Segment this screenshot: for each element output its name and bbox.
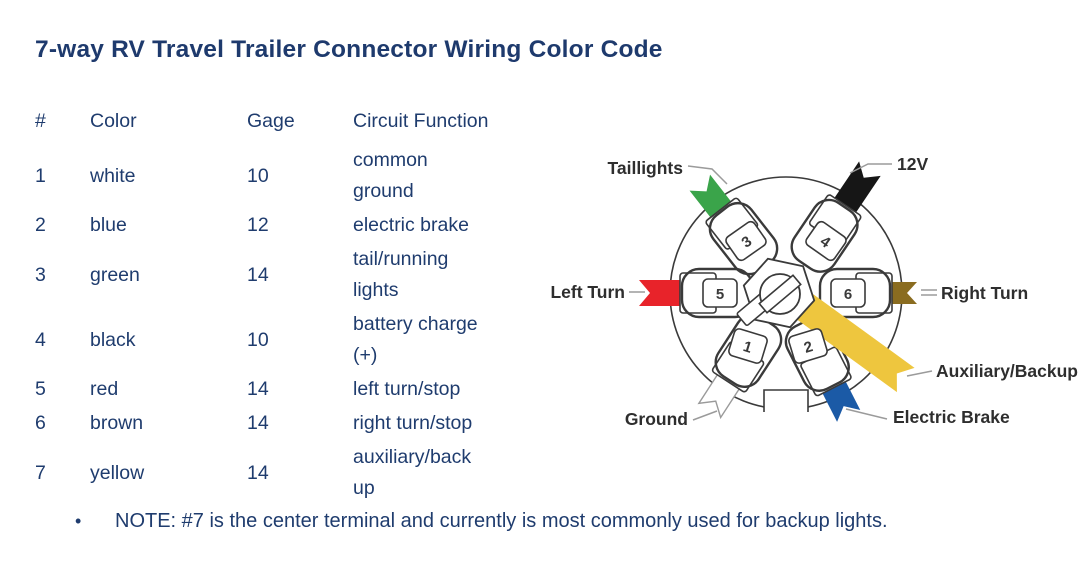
terminal-6: 6 <box>830 278 866 308</box>
cell-gage: 10 <box>247 164 269 187</box>
electric-brake-label: Electric Brake <box>893 407 1010 427</box>
cell-num: 7 <box>35 461 46 484</box>
screw-slot-group <box>758 274 802 314</box>
cell-color: white <box>90 164 136 187</box>
cell-function: common ground <box>353 145 503 207</box>
function-line: common <box>353 149 428 171</box>
cell-function: right turn/stop <box>353 408 503 439</box>
terminal-5: 5 <box>702 278 738 308</box>
right-turn-label: Right Turn <box>941 283 1028 303</box>
note-bullet: • <box>75 511 82 531</box>
cell-num: 2 <box>35 214 46 236</box>
cell-color: green <box>90 263 140 286</box>
header-num: # <box>35 110 46 132</box>
cell-function: left turn/stop <box>353 374 503 405</box>
keyway-notch <box>764 390 808 410</box>
function-line: auxiliary/back <box>353 446 472 468</box>
ground-label: Ground <box>625 409 688 429</box>
taillights-label: Taillights <box>607 158 683 178</box>
right-turn-leader <box>921 289 937 296</box>
table-row: 7 yellow 14 auxiliary/back up <box>35 442 515 504</box>
cell-gage: 14 <box>247 461 269 484</box>
cell-color: brown <box>90 412 144 434</box>
cell-gage: 14 <box>247 378 269 400</box>
terminal-2: 2 <box>788 328 828 364</box>
terminal-box <box>725 220 767 262</box>
ground-leader <box>692 410 718 421</box>
table-row: 6 brown 14 right turn/stop <box>35 408 515 439</box>
twelve-v-leader <box>849 163 892 174</box>
cell-function: tail/running lights <box>353 244 503 306</box>
cell-gage: 14 <box>247 412 269 434</box>
header-color: Color <box>90 110 137 132</box>
cell-function: battery charge (+) <box>353 309 503 371</box>
cell-gage: 10 <box>247 328 269 351</box>
function-line: battery charge <box>353 313 478 335</box>
terminal-number: 6 <box>844 286 852 303</box>
twelve-v-label: 12V <box>897 154 928 174</box>
cell-color: black <box>90 328 136 351</box>
terminal-box <box>805 220 847 262</box>
cell-color: yellow <box>90 461 145 484</box>
cell-function: electric brake <box>353 210 503 241</box>
cell-num: 1 <box>35 164 46 187</box>
terminal-1: 1 <box>728 328 768 364</box>
connector-diagram-svg: 5 6 3 4 1 2 Taillights 12V Left Tur <box>550 154 1078 429</box>
terminal-4: 4 <box>805 220 847 262</box>
terminal-box <box>830 278 866 308</box>
function-line: up <box>353 477 375 499</box>
note-text: NOTE: #7 is the center terminal and curr… <box>115 510 888 532</box>
header-function: Circuit Function <box>353 110 489 132</box>
cell-num: 5 <box>35 378 46 400</box>
function-line: (+) <box>353 344 378 366</box>
table-row: 1 white 10 common ground <box>35 145 515 207</box>
aux-wire <box>793 292 915 393</box>
table-row: 5 red 14 left turn/stop <box>35 374 515 405</box>
cell-color: blue <box>90 214 127 236</box>
terminal-clip <box>818 267 892 319</box>
terminal-box <box>788 328 828 364</box>
left-turn-label: Left Turn <box>550 282 625 302</box>
aux-wire-group <box>793 292 915 393</box>
terminal-box <box>702 278 738 308</box>
leader-lines <box>629 163 937 421</box>
connector-diagram: 5 6 3 4 1 2 Taillights 12V Left Tur <box>530 130 1079 445</box>
aux-leader <box>906 370 933 377</box>
note: • NOTE: #7 is the center terminal and cu… <box>75 508 888 534</box>
function-line: left turn/stop <box>353 378 461 400</box>
function-line: electric brake <box>353 214 469 236</box>
page-title: 7-way RV Travel Trailer Connector Wiring… <box>35 36 663 63</box>
electric-brake-leader <box>845 408 888 420</box>
function-line: ground <box>353 180 414 202</box>
keyway-notch-outline <box>763 389 809 412</box>
aux-label: Auxiliary/Backup <box>936 361 1078 381</box>
cell-color: red <box>90 378 119 400</box>
cell-function: auxiliary/back up <box>353 442 503 504</box>
terminal-clip <box>790 198 859 273</box>
function-line: tail/running <box>353 248 449 270</box>
cell-num: 3 <box>35 263 46 286</box>
cell-gage: 12 <box>247 214 269 236</box>
table-row: 2 blue 12 electric brake <box>35 210 515 241</box>
header-gage: Gage <box>247 110 295 132</box>
cell-num: 4 <box>35 328 46 351</box>
table-row: 3 green 14 tail/running lights <box>35 244 515 306</box>
taillights-leader <box>687 165 728 185</box>
terminal-box <box>728 328 768 364</box>
table-header-row: # Color Gage Circuit Function <box>35 106 515 137</box>
function-line: right turn/stop <box>353 412 473 434</box>
table-row: 4 black 10 battery charge (+) <box>35 309 515 371</box>
cell-num: 6 <box>35 412 46 434</box>
terminal-3: 3 <box>725 220 767 262</box>
screw-slot <box>758 274 802 314</box>
cell-gage: 14 <box>247 263 269 286</box>
function-line: lights <box>353 279 399 301</box>
wiring-color-table: # Color Gage Circuit Function 1 white 10… <box>35 106 515 507</box>
terminal-number: 5 <box>716 286 724 303</box>
